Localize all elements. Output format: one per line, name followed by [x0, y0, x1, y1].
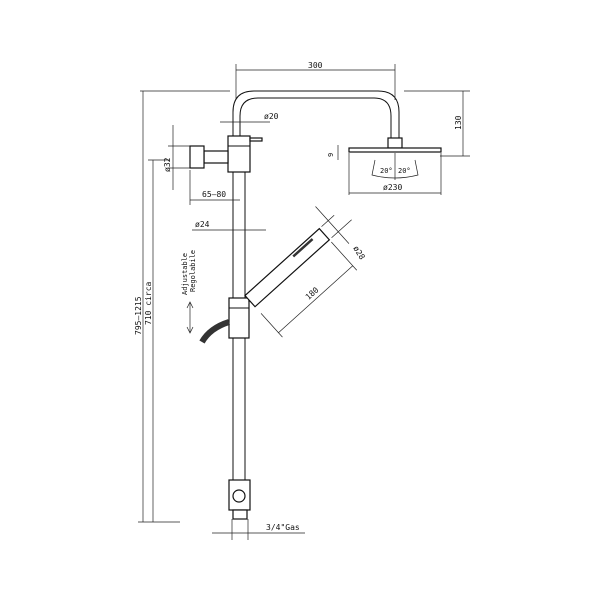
dim-wall-offset: 65–80 — [202, 190, 226, 199]
regolabile-label: Regolabile — [189, 250, 197, 292]
wall-connector — [189, 145, 205, 169]
dim-total-height: 795–1215 — [134, 296, 143, 335]
adjustable-label: Adjustable — [181, 253, 189, 295]
shower-arm — [232, 90, 400, 138]
diverter-body — [227, 135, 251, 173]
dim-bar-diameter: ø24 — [195, 220, 210, 229]
dim-head-thickness: 9 — [327, 153, 335, 157]
hose — [199, 319, 230, 344]
dim-connection: 3/4"Gas — [266, 523, 300, 532]
dim-arm-length: 300 — [308, 61, 323, 70]
dim-angle-left: 20° — [380, 167, 393, 175]
hand-shower: 180 — [244, 206, 358, 338]
dim-arm-diameter: ø20 — [264, 112, 279, 121]
dim-bar-height: 710 circa — [144, 281, 153, 325]
dim-hand-length: 180 — [304, 285, 321, 301]
slider-holder — [228, 297, 250, 339]
shower-head — [348, 147, 442, 153]
dim-angle-right: 20° — [398, 167, 411, 175]
dim-wall-diameter: ø32 — [163, 157, 172, 172]
dim-head-diameter: ø230 — [383, 183, 402, 192]
dim-head-drop: 130 — [454, 115, 463, 130]
head-connector — [387, 137, 403, 149]
dim-hand-diameter: ø28 — [351, 244, 366, 261]
